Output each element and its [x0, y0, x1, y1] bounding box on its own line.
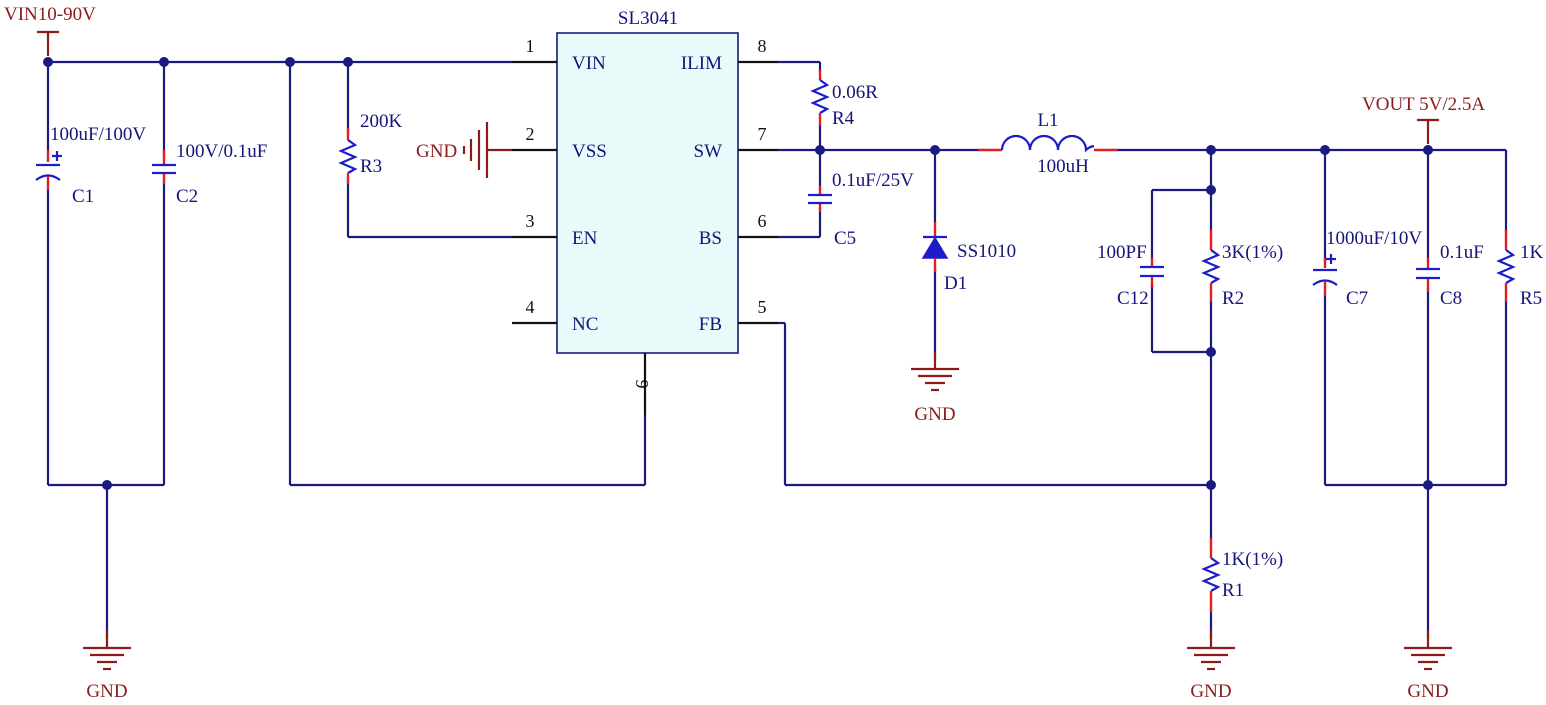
ground-symbol-feedback: GND — [1187, 630, 1235, 702]
pin-number: 6 — [758, 211, 767, 231]
gnd-label: GND — [1407, 681, 1448, 702]
capacitor-c5: 0.1uF/25V C5 — [808, 170, 914, 249]
ground-symbol-output: GND — [1404, 630, 1452, 702]
pin-name: NC — [572, 314, 598, 335]
resistor-r2: 3K(1%) R2 — [1201, 230, 1283, 309]
component-value: 1000uF/10V — [1326, 228, 1422, 249]
pin-number: 4 — [526, 297, 535, 317]
vin-label: VIN10-90V — [4, 4, 96, 25]
component-value: 1K — [1520, 242, 1544, 263]
pin-name: SW — [694, 141, 723, 162]
component-ref: R5 — [1520, 288, 1542, 309]
component-ref: C8 — [1440, 288, 1462, 309]
component-ref: D1 — [944, 273, 967, 294]
wires — [46, 60, 1508, 638]
component-value: 3K(1%) — [1222, 242, 1283, 263]
capacitor-c7: 1000uF/10V C7 — [1312, 228, 1422, 309]
ic-sl3041: SL3041 1 2 3 4 5 6 7 8 9 VIN VSS EN NC F… — [512, 8, 778, 415]
component-ref: C5 — [834, 228, 856, 249]
capacitor-c1: 100uF/100V C1 — [35, 124, 146, 207]
pin-number: 1 — [526, 36, 535, 56]
pin-number: 3 — [526, 211, 535, 231]
component-ref: R4 — [832, 108, 855, 129]
pin-name: VSS — [572, 141, 607, 162]
resistor-r1: 1K(1%) R1 — [1201, 538, 1283, 612]
ic-name: SL3041 — [618, 8, 678, 29]
component-ref: C12 — [1117, 288, 1149, 309]
component-ref: R1 — [1222, 580, 1244, 601]
pin-name: VIN — [572, 53, 606, 74]
component-ref: L1 — [1037, 110, 1058, 131]
resistor-r5: 1K R5 — [1496, 230, 1544, 309]
inductor-l1: L1 100uH — [978, 110, 1118, 177]
component-ref: R2 — [1222, 288, 1244, 309]
resistor-r4: 0.06R R4 — [810, 70, 878, 129]
component-ref: C1 — [72, 186, 94, 207]
component-value: 100PF — [1097, 242, 1147, 263]
capacitor-c12: 100PF C12 — [1097, 242, 1164, 309]
component-value: 100uF/100V — [50, 124, 146, 145]
pin-number: 8 — [758, 36, 767, 56]
diode-d1: SS1010 D1 — [921, 222, 1016, 294]
component-value: 0.1uF — [1440, 242, 1484, 263]
capacitor-c2: 100V/0.1uF C2 — [152, 141, 267, 207]
gnd-label: GND — [914, 404, 955, 425]
junction-dots — [43, 57, 1433, 490]
component-ref: C7 — [1346, 288, 1368, 309]
component-value: SS1010 — [957, 241, 1016, 262]
pin-number: 9 — [632, 380, 652, 389]
pin-name: FB — [699, 314, 722, 335]
vout-label: VOUT 5V/2.5A — [1362, 94, 1485, 115]
gnd-label: GND — [416, 141, 457, 162]
component-value: 0.06R — [832, 82, 878, 103]
component-value: 200K — [360, 111, 403, 132]
component-value: 0.1uF/25V — [832, 170, 914, 191]
pin-name: BS — [699, 228, 722, 249]
component-value: 1K(1%) — [1222, 549, 1283, 570]
component-value: 100uH — [1037, 156, 1089, 177]
resistor-r3: 200K R3 — [338, 111, 403, 184]
ground-symbol-input: GND — [83, 630, 131, 702]
gnd-label: GND — [1190, 681, 1231, 702]
ground-symbol-diode: GND — [911, 352, 959, 425]
component-ref: C2 — [176, 186, 198, 207]
capacitor-c8: 0.1uF C8 — [1416, 242, 1484, 309]
component-value: 100V/0.1uF — [176, 141, 267, 162]
vin-port: VIN10-90V — [4, 4, 96, 56]
component-ref: R3 — [360, 156, 382, 177]
pin-name: ILIM — [681, 53, 722, 74]
pin-number: 5 — [758, 297, 767, 317]
pin-number: 2 — [526, 124, 535, 144]
pin-name: EN — [572, 228, 598, 249]
vout-port: VOUT 5V/2.5A — [1362, 94, 1485, 144]
ground-symbol-vss: GND — [416, 122, 512, 178]
pin-number: 7 — [758, 124, 767, 144]
gnd-label: GND — [86, 681, 127, 702]
